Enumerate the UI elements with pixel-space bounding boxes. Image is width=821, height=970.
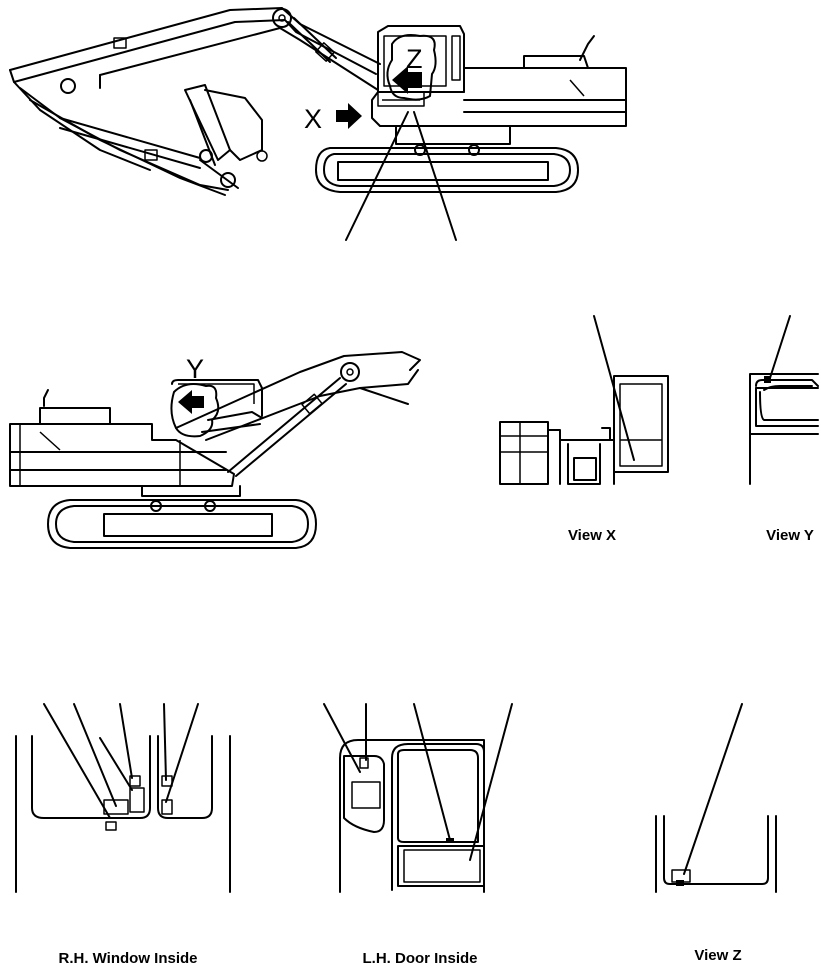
boom-cylinder (227, 377, 347, 477)
view-direction-arrow-icon (392, 66, 422, 94)
view-y-panel: View Y (749, 315, 819, 544)
arm (19, 87, 229, 196)
excavator-left-side-view: X Z (9, 7, 627, 241)
boom (175, 351, 421, 441)
leader-line (413, 111, 457, 241)
caption-lh-door-inside: L.H. Door Inside (362, 950, 477, 965)
caption-rh-window-inside: R.H. Window Inside (58, 950, 197, 965)
upper-structure (9, 389, 235, 487)
view-z-panel: View Z (655, 703, 777, 964)
excavator-right-side-view: Y (9, 351, 421, 549)
view-marker-x: X (304, 104, 322, 134)
view-direction-arrow-icon (178, 390, 204, 414)
caption-view-y: View Y (766, 527, 814, 544)
caption-view-x: View X (568, 527, 616, 544)
track-undercarriage (315, 125, 579, 193)
view-marker-y: Y (186, 354, 204, 384)
bucket (184, 84, 268, 189)
operator-cab (170, 379, 263, 438)
view-x-panel: View X (499, 315, 669, 544)
boom-cylinder (287, 17, 337, 63)
lh-door-inside-panel: L.H. Door Inside (323, 703, 513, 967)
caption-view-z: View Z (694, 947, 741, 964)
view-marker-z: Z (406, 44, 423, 74)
rh-window-inside-panel: R.H. Window Inside (15, 703, 231, 967)
view-direction-arrow-icon (336, 103, 362, 129)
track-undercarriage (47, 485, 317, 549)
boom (9, 7, 381, 171)
leader-line (345, 111, 409, 241)
